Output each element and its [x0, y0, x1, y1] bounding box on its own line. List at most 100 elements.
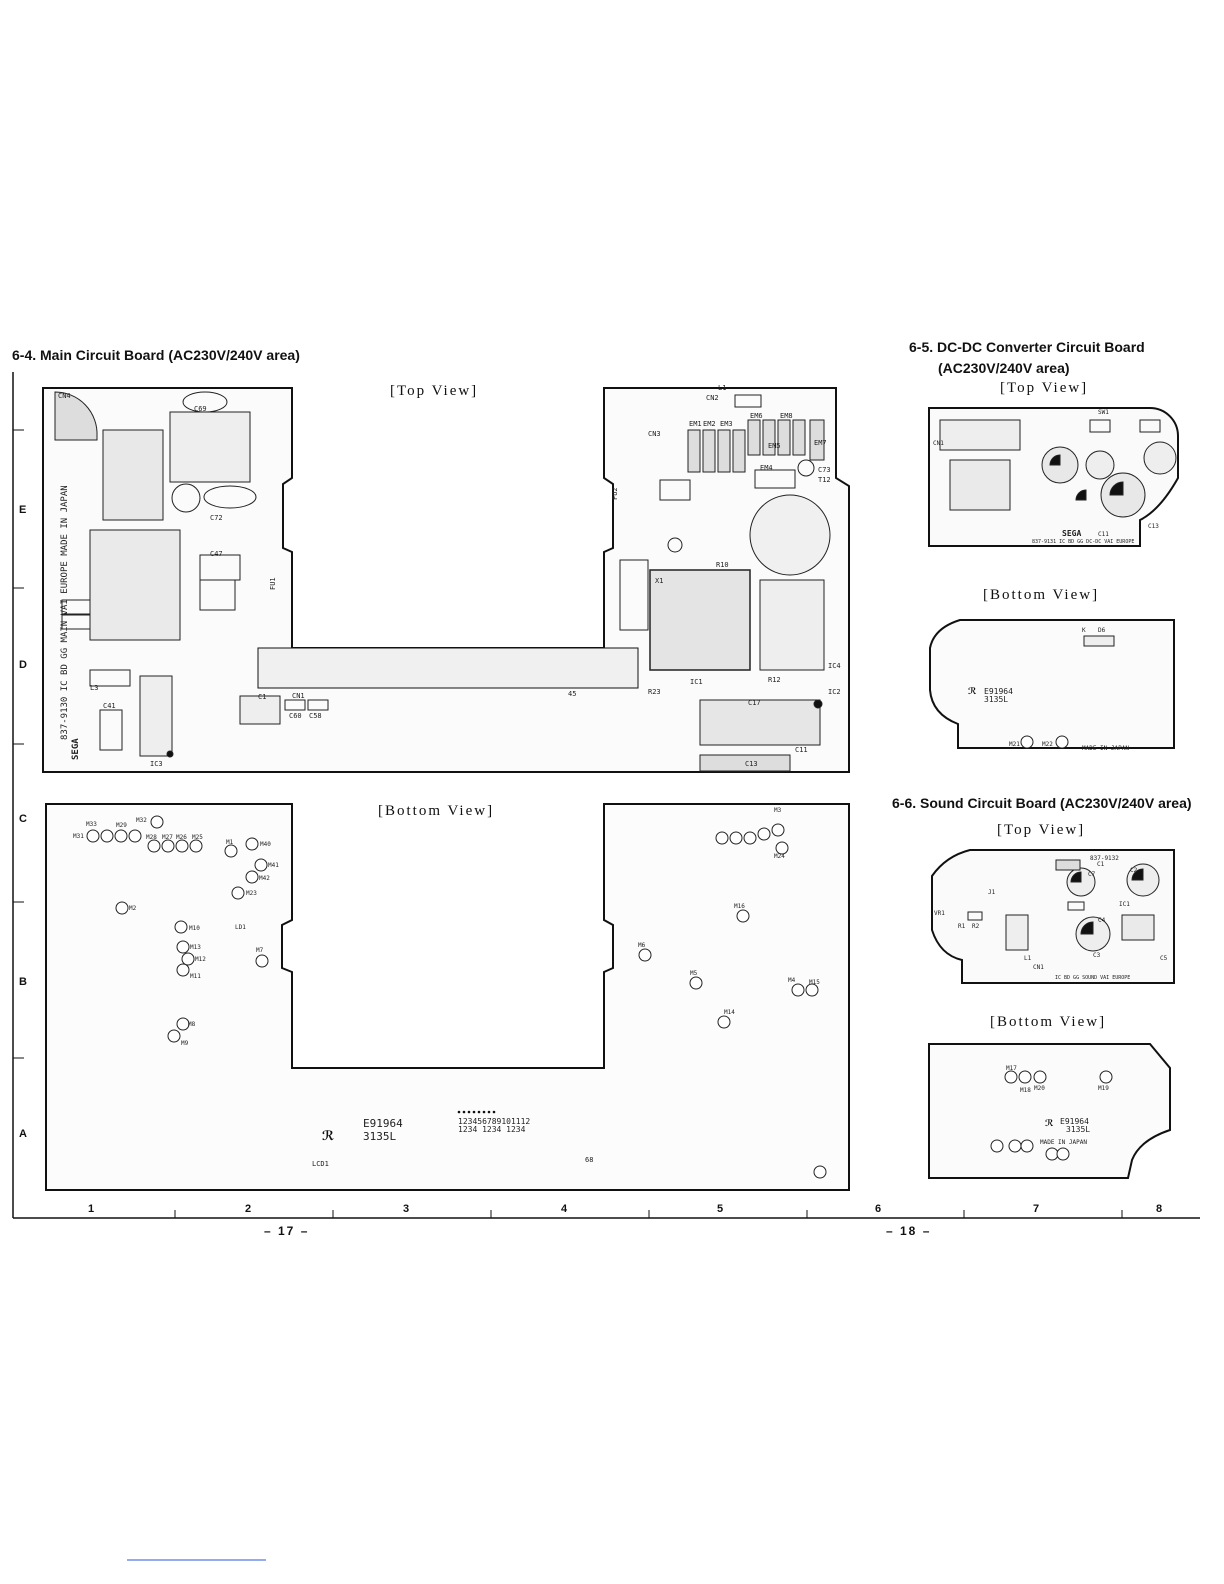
label-m23: M23	[246, 890, 257, 897]
label-dcdc-print: 837-9131 IC BD GG DC-DC VAI EUROPE	[1032, 539, 1134, 545]
label-em3: EM3	[720, 420, 733, 428]
label-sound-c5: C5	[1160, 955, 1168, 962]
label-dcdc-ul-code: 3135L	[984, 695, 1008, 704]
main-top-connector-strip	[257, 647, 639, 689]
label-m13: M13	[190, 944, 201, 951]
label-em2: EM2	[703, 420, 716, 428]
main-bottom-view-caption: [Bottom View]	[378, 803, 495, 819]
label-em7: EM7	[814, 439, 827, 447]
label-sound-j1: J1	[988, 889, 996, 896]
label-ic2: IC2	[828, 688, 841, 696]
sound-top-components	[967, 859, 1160, 952]
label-side-print: 837-9130 IC BD GG MAIN VAI EUROPE MADE I…	[60, 485, 70, 740]
label-m3: M3	[774, 807, 782, 814]
label-sound-part: 837-9132	[1090, 855, 1119, 862]
label-dcdc-c11: C11	[1098, 531, 1109, 538]
sound-board-top-outline	[931, 849, 1175, 984]
label-dcdc-d6: D6	[1098, 627, 1106, 634]
pin-dot-row	[457, 1110, 496, 1114]
main-bottom-labels: M33 M31 M29 M32 M28 M27 M26 M25 M1 M40 M…	[73, 807, 820, 1168]
label-sound-r2: R2	[972, 923, 980, 930]
grid-row-b: B	[19, 976, 27, 988]
main-bottom-test-points	[86, 815, 827, 1179]
label-cn2: CN2	[706, 394, 719, 402]
grid-col-5: 5	[717, 1203, 724, 1215]
dcdc-bottom-test-points	[1020, 635, 1115, 749]
grid-col-8: 8	[1156, 1203, 1163, 1215]
label-em4: EM4	[760, 464, 773, 472]
label-ld1: LD1	[235, 924, 246, 931]
dcdc-bottom-view-caption: [Bottom View]	[983, 587, 1100, 603]
label-ul-code: 3135L	[363, 1130, 396, 1143]
label-pin68: 68	[585, 1156, 593, 1164]
label-m8: M8	[188, 1021, 196, 1028]
label-sound-c7: C7	[1088, 871, 1096, 878]
label-dcdc-cn1: CN1	[933, 440, 944, 447]
label-m4: M4	[788, 977, 796, 984]
label-sound-c2: C2	[1130, 867, 1138, 874]
label-m10: M10	[189, 925, 200, 932]
label-sound-c4: C4	[1098, 917, 1106, 924]
sound-board-title: 6-6. Sound Circuit Board (AC230V/240V ar…	[892, 795, 1192, 811]
label-m41: M41	[268, 862, 279, 869]
sound-bottom-labels: M17 M18 M20 M19 E91964 3135L MADE IN JAP…	[1006, 1065, 1109, 1146]
main-top-view-caption: [Top View]	[390, 383, 479, 399]
label-dcdc-ul-mark: E91964	[984, 687, 1013, 696]
grid-col-7: 7	[1033, 1203, 1040, 1215]
label-fu2: FU2	[611, 487, 619, 500]
label-m14: M14	[724, 1009, 735, 1016]
label-cn1: CN1	[292, 692, 305, 700]
label-sound-l1: L1	[1024, 955, 1032, 962]
label-pin45: 45	[568, 690, 576, 698]
main-top-labels: CN4 C69 CN2 CN3 EM1 EM2 EM3 EM4 EM5 EM6 …	[58, 384, 841, 768]
ul-logo-icon: ℛ	[322, 1129, 334, 1144]
label-ul-mark: E91964	[363, 1117, 403, 1130]
grid-col-3: 3	[403, 1203, 410, 1215]
label-sega: SEGA	[71, 738, 81, 760]
label-ic4: IC4	[828, 662, 841, 670]
dcdc-bottom-labels: K D6 E91964 3135L MADE IN JAPAN M21 M22	[984, 627, 1129, 752]
grid-col-6: 6	[875, 1203, 882, 1215]
grid-frame	[12, 372, 1200, 1219]
label-c69: C69	[194, 405, 207, 413]
label-c47: C47	[210, 550, 223, 558]
dcdc-board-title: 6-5. DC-DC Converter Circuit Board	[909, 339, 1145, 355]
label-c73: C73	[818, 466, 831, 474]
label-dcdc-made: MADE IN JAPAN	[1082, 745, 1129, 752]
main-board-top-outline	[42, 387, 850, 773]
grid-row-e: E	[19, 504, 27, 516]
label-c72: C72	[210, 514, 223, 522]
dcdc-ul-logo-icon: ℛ	[968, 687, 977, 697]
label-dcdc-k: K	[1082, 627, 1086, 634]
label-cn4: CN4	[58, 392, 71, 400]
label-m2: M2	[129, 905, 137, 912]
dcdc-board-bottom-outline	[929, 619, 1175, 749]
label-m24: M24	[774, 853, 785, 860]
label-m40: M40	[260, 841, 271, 848]
label-l3: L3	[90, 684, 98, 692]
label-m29: M29	[116, 822, 127, 829]
label-m33: M33	[86, 821, 97, 828]
label-c58: C58	[309, 712, 322, 720]
sound-top-labels: 837-9132 C1 C2 C7 J1 VR1 R1 R2 IC1 C4 C5…	[934, 855, 1168, 981]
label-m6: M6	[638, 942, 646, 949]
main-top-components	[54, 391, 831, 772]
dcdc-top-components	[939, 419, 1177, 518]
label-sound-m19: M19	[1098, 1085, 1109, 1092]
label-em1: EM1	[689, 420, 702, 428]
label-sound-made: MADE IN JAPAN	[1040, 1139, 1087, 1146]
label-m16: M16	[734, 903, 745, 910]
label-l1: L1	[718, 384, 726, 392]
label-em6: EM6	[750, 412, 763, 420]
page-number-left: – 17 –	[264, 1224, 310, 1238]
sound-bottom-view-caption: [Bottom View]	[990, 1014, 1107, 1030]
page-number-right: – 18 –	[886, 1224, 932, 1238]
label-m9: M9	[181, 1040, 189, 1047]
label-m27: M27	[162, 834, 173, 841]
label-dcdc-c13: C13	[1148, 523, 1159, 530]
label-cn3: CN3	[648, 430, 661, 438]
label-sound-ul-code: 3135L	[1066, 1125, 1090, 1134]
label-sound-c3: C3	[1093, 952, 1101, 959]
label-m28: M28	[146, 834, 157, 841]
